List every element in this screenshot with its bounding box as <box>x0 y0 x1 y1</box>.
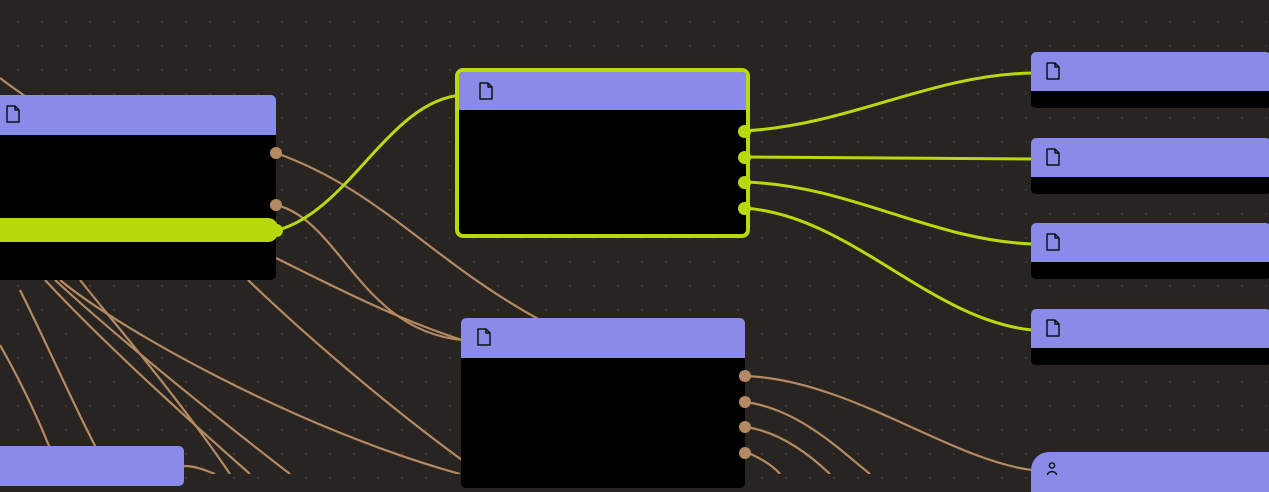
node-right-4[interactable] <box>1031 309 1269 365</box>
wire <box>247 279 463 461</box>
wire <box>745 450 781 474</box>
node-bottom-left[interactable] <box>0 446 184 486</box>
highlighted-output-row[interactable] <box>0 218 278 242</box>
wire <box>745 374 1033 472</box>
wire <box>745 425 831 474</box>
output-port[interactable] <box>270 147 282 159</box>
node-center-top[interactable] <box>455 68 750 238</box>
node-right-3[interactable] <box>1031 223 1269 279</box>
node-center-bottom[interactable] <box>461 318 745 488</box>
document-icon <box>1046 233 1060 251</box>
wire-selected <box>743 180 1033 246</box>
node-header[interactable] <box>1031 138 1269 177</box>
output-port[interactable] <box>739 370 751 382</box>
node-header[interactable] <box>1031 309 1269 348</box>
wire-selected <box>743 206 1033 332</box>
document-icon <box>1046 62 1060 80</box>
document-icon <box>477 328 491 346</box>
wire <box>44 279 251 474</box>
output-port[interactable] <box>739 447 751 459</box>
node-header[interactable] <box>461 318 745 358</box>
node-header[interactable] <box>1031 223 1269 262</box>
wire <box>183 464 216 474</box>
node-header[interactable] <box>0 446 184 486</box>
document-icon <box>6 105 20 123</box>
wire <box>745 400 871 474</box>
node-left[interactable] <box>0 95 276 280</box>
wire <box>59 279 461 474</box>
node-right-1[interactable] <box>1031 52 1269 108</box>
output-port[interactable] <box>738 125 751 138</box>
output-port[interactable] <box>738 202 751 215</box>
node-right-5[interactable] <box>1031 452 1269 492</box>
wire-selected <box>743 71 1033 133</box>
output-port[interactable] <box>270 199 282 211</box>
node-header[interactable] <box>1031 52 1269 91</box>
node-header[interactable] <box>0 95 276 135</box>
node-right-2[interactable] <box>1031 138 1269 194</box>
wire <box>79 279 231 474</box>
output-port[interactable] <box>738 151 751 164</box>
document-icon <box>1046 148 1060 166</box>
document-icon <box>479 82 493 100</box>
node-header[interactable] <box>459 72 746 110</box>
output-port-selected[interactable] <box>270 224 283 237</box>
wire <box>275 203 463 342</box>
wire <box>54 279 291 474</box>
document-icon <box>1046 319 1060 337</box>
output-port[interactable] <box>739 396 751 408</box>
node-header[interactable] <box>1031 452 1269 492</box>
output-port[interactable] <box>738 176 751 189</box>
wire-selected <box>277 93 463 232</box>
output-port[interactable] <box>739 421 751 433</box>
wire <box>275 257 463 342</box>
wire-selected <box>743 155 1033 161</box>
